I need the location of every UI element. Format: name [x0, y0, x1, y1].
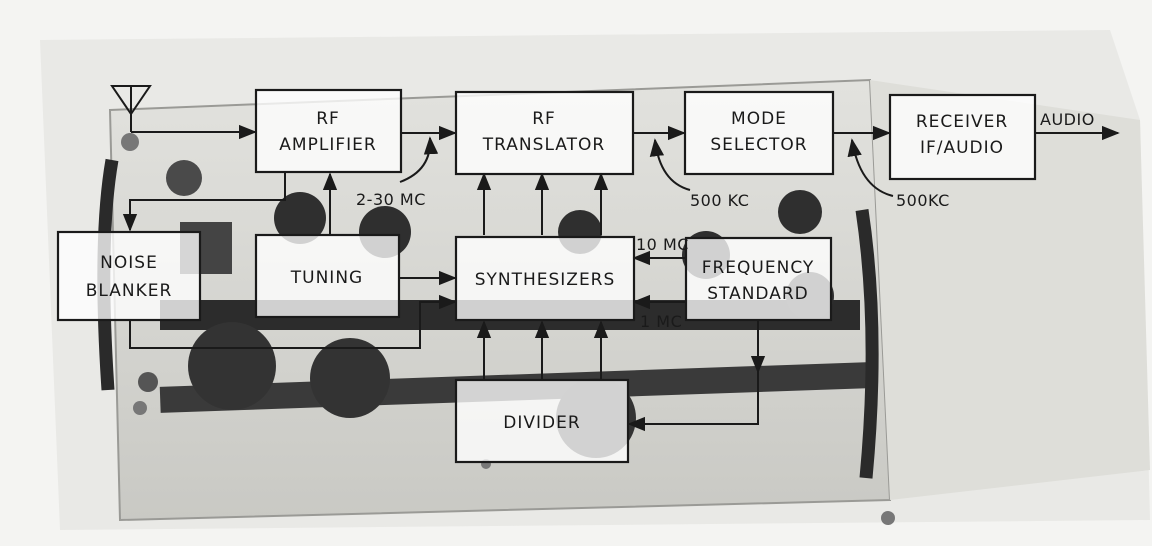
- freq-rf-label: 2-30 MC: [356, 190, 426, 209]
- if-label-1: 500 KC: [690, 191, 749, 210]
- block-frequency-standard: FREQUENCY STANDARD: [686, 238, 831, 320]
- frequency-standard-line1: FREQUENCY: [702, 258, 815, 278]
- ref-1mc-label: 1 MC: [640, 312, 682, 331]
- receiver-line1: RECEIVER: [916, 112, 1008, 132]
- block-tuning: TUNING: [256, 235, 399, 317]
- receiver-line2: IF/AUDIO: [920, 138, 1004, 158]
- block-receiver: RECEIVER IF/AUDIO: [890, 95, 1035, 179]
- block-rf-amplifier: RF AMPLIFIER: [256, 90, 401, 172]
- tuning-label: TUNING: [290, 268, 363, 288]
- block-rf-translator: RF TRANSLATOR: [456, 92, 633, 174]
- synthesizers-label: SYNTHESIZERS: [475, 270, 616, 290]
- frequency-standard-line2: STANDARD: [707, 284, 809, 304]
- if-label-2: 500KC: [896, 191, 950, 210]
- mode-selector-line1: MODE: [731, 109, 787, 129]
- noise-blanker-line1: NOISE: [100, 253, 158, 273]
- divider-label: DIVIDER: [503, 413, 580, 433]
- block-mode-selector: MODE SELECTOR: [685, 92, 833, 174]
- block-synthesizers: SYNTHESIZERS: [456, 237, 634, 320]
- mode-selector-line2: SELECTOR: [710, 135, 807, 155]
- audio-label: AUDIO: [1040, 110, 1095, 129]
- rf-amplifier-line2: AMPLIFIER: [279, 135, 376, 155]
- rf-amplifier-line1: RF: [316, 109, 340, 129]
- rf-translator-line1: RF: [532, 109, 556, 129]
- rf-translator-line2: TRANSLATOR: [482, 135, 605, 155]
- noise-blanker-line2: BLANKER: [86, 281, 173, 301]
- block-divider: DIVIDER: [456, 380, 628, 462]
- ref-10mc-label: 10 MC: [636, 235, 689, 254]
- block-noise-blanker: NOISE BLANKER: [58, 232, 200, 320]
